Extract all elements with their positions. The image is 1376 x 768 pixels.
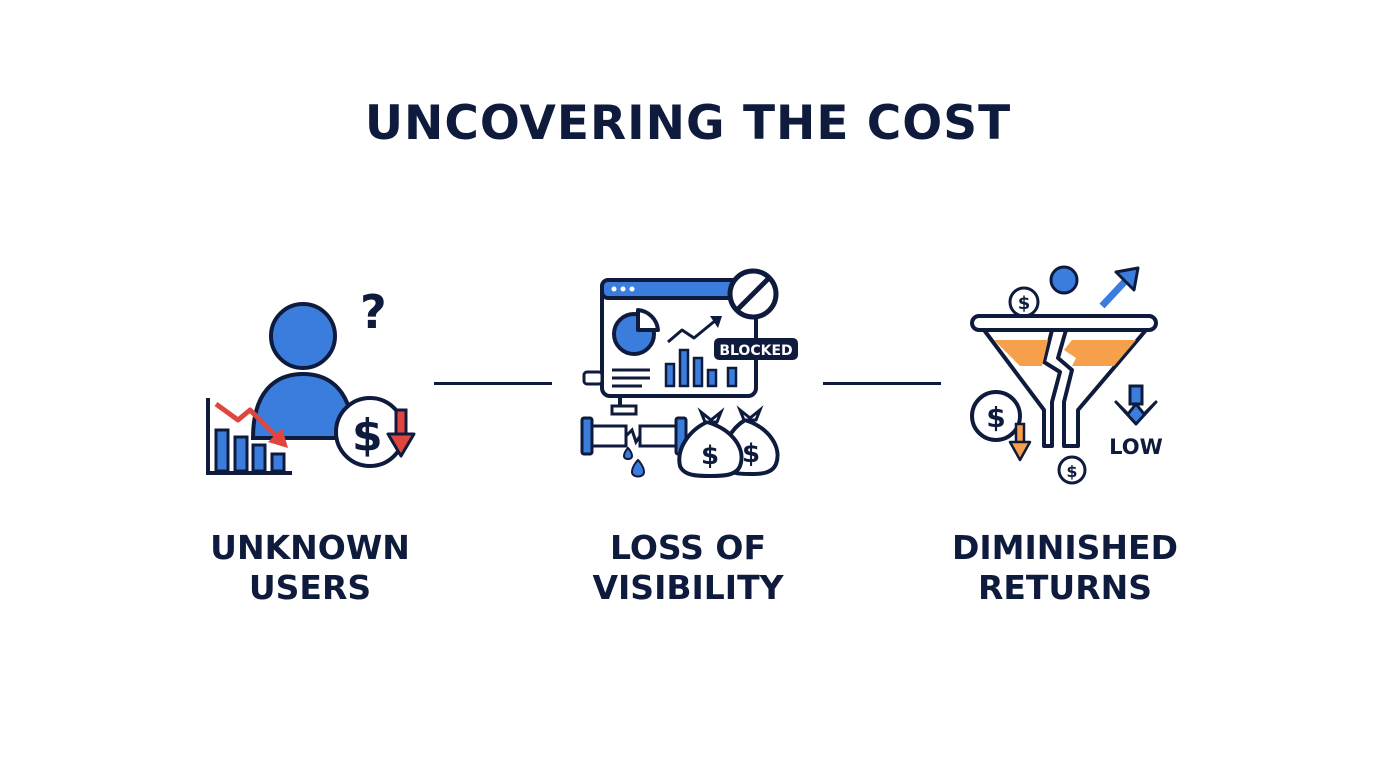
svg-text:$: $ (352, 410, 383, 461)
page-title: UNCOVERING THE COST (364, 96, 1012, 151)
pie-chart-icon (612, 308, 660, 356)
broken-funnel-icon: $ $ $ (960, 262, 1180, 494)
dollar-coin-icon: $ (334, 396, 416, 468)
person-head-icon (269, 302, 337, 370)
leaking-pipe-icon (580, 396, 688, 478)
svg-text:BLOCKED: BLOCKED (719, 343, 792, 359)
step-label-diminished-returns: DIMINISHED RETURNS (951, 528, 1178, 607)
down-arrow-icon (1114, 384, 1158, 426)
svg-text:$: $ (742, 439, 760, 469)
trend-up-arrow-icon (1099, 266, 1140, 309)
step-label-unknown-users: UNKNOWN USERS (210, 528, 410, 607)
prohibited-icon (727, 268, 779, 320)
money-bags-icon: $ $ (677, 405, 780, 479)
low-label: LOW (1109, 435, 1163, 459)
bar-chart-icon (206, 398, 292, 475)
connector-line (823, 382, 941, 385)
blocked-badge: BLOCKED (714, 338, 798, 360)
text-lines-icon (612, 368, 650, 388)
bar-chart-icon (664, 348, 738, 388)
svg-text:$: $ (1018, 293, 1031, 314)
dollar-coin-down-icon: $ (970, 390, 1032, 462)
svg-text:$: $ (701, 441, 719, 471)
connector-line (434, 382, 552, 385)
blocked-dashboard-icon: BLOCKED $ $ (570, 260, 810, 490)
blue-dot-icon (1049, 265, 1079, 295)
dollar-coin-icon: $ (1057, 455, 1087, 485)
trend-up-icon (667, 316, 722, 344)
svg-text:$: $ (1066, 462, 1077, 481)
svg-text:$: $ (986, 401, 1005, 434)
unknown-user-icon: ? $ (190, 270, 430, 490)
trend-down-arrow-icon (214, 401, 288, 448)
dollar-coin-icon: $ (1008, 286, 1040, 318)
question-mark-icon: ? (360, 285, 387, 339)
step-label-loss-of-visibility: LOSS OF VISIBILITY (592, 528, 784, 607)
